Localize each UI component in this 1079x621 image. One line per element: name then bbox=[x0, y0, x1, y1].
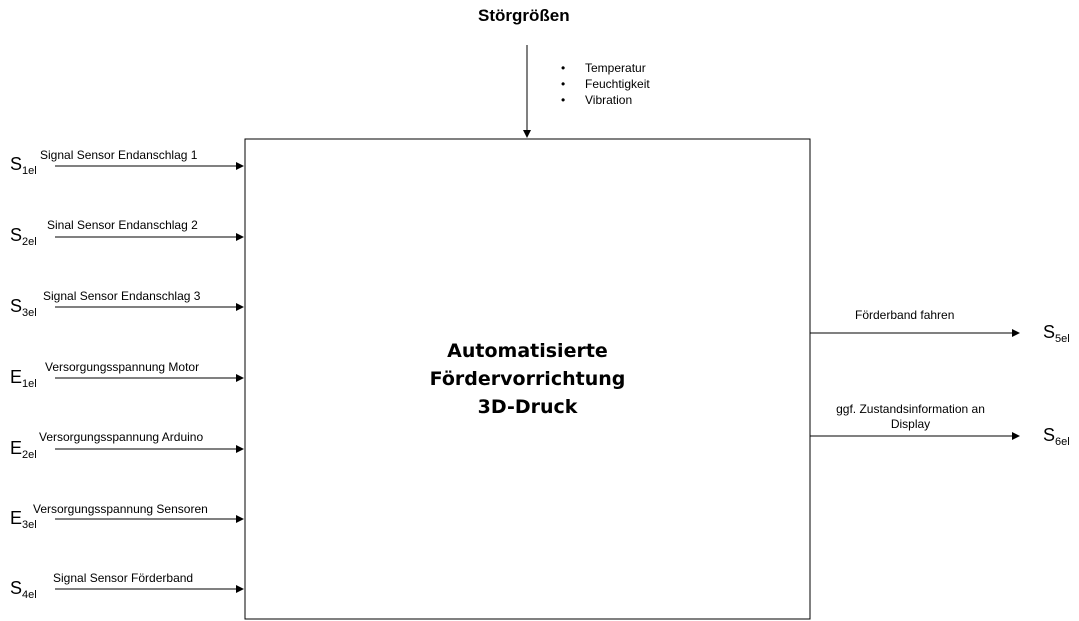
input-label-2: Sinal Sensor Endanschlag 2 bbox=[47, 218, 198, 232]
input-label-6: Versorgungsspannung Sensoren bbox=[33, 502, 208, 516]
system-title-line: Automatisierte bbox=[447, 340, 608, 362]
disturbance-title: Störgrößen bbox=[478, 6, 570, 25]
input-symbol-5: E2el bbox=[10, 438, 37, 461]
output-label-2: ggf. Zustandsinformation an Display bbox=[828, 402, 993, 432]
output-label-2-line: Display bbox=[890, 417, 931, 431]
disturbance-item: Temperatur bbox=[559, 60, 650, 76]
disturbance-item: Feuchtigkeit bbox=[559, 76, 650, 92]
output-symbol-2: S6el bbox=[1043, 425, 1070, 448]
disturbance-list: Temperatur Feuchtigkeit Vibration bbox=[559, 60, 650, 108]
disturbance-item: Vibration bbox=[559, 92, 650, 108]
output-symbol-1: S5el bbox=[1043, 322, 1070, 345]
input-label-4: Versorgungsspannung Motor bbox=[45, 360, 200, 374]
system-box bbox=[244, 138, 811, 620]
input-symbol-2: S2el bbox=[10, 225, 37, 248]
input-label-1: Signal Sensor Endanschlag 1 bbox=[40, 148, 198, 162]
input-label-3: Signal Sensor Endanschlag 3 bbox=[43, 289, 201, 303]
input-symbol-1: S1el bbox=[10, 154, 37, 177]
input-symbol-4: E1el bbox=[10, 367, 37, 390]
output-label-1: Förderband fahren bbox=[855, 308, 955, 322]
input-label-7: Signal Sensor Förderband bbox=[53, 571, 194, 585]
system-title-line: 3D-Druck bbox=[477, 396, 578, 418]
input-symbol-6: E3el bbox=[10, 508, 37, 531]
system-title-line: Fördervorrichtung bbox=[429, 368, 626, 390]
output-label-2-line: ggf. Zustandsinformation an bbox=[836, 402, 985, 416]
input-symbol-7: S4el bbox=[10, 578, 37, 601]
input-label-5: Versorgungsspannung Arduino bbox=[39, 430, 204, 444]
input-symbol-3: S3el bbox=[10, 296, 37, 319]
system-title: Automatisierte Fördervorrichtung 3D-Druc… bbox=[415, 337, 640, 421]
